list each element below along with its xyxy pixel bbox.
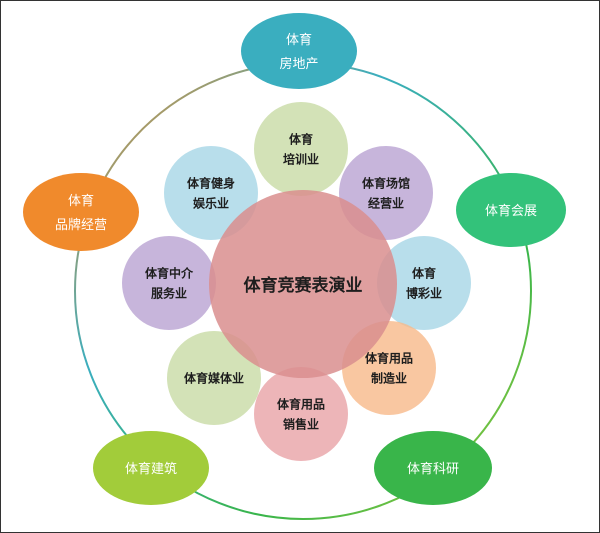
inner-label: 体育 [289,132,313,147]
outer-node: 体育科研 [374,431,492,505]
inner-label: 销售业 [283,417,319,432]
inner-label: 娱乐业 [193,196,229,211]
inner-label: 制造业 [371,371,407,386]
inner-label: 经营业 [368,196,404,211]
outer-shape [241,13,357,89]
inner-label: 体育用品 [365,351,413,366]
outer-label: 体育 [286,32,312,48]
center-label: 体育竞赛表演业 [244,275,363,296]
outer-shape [374,431,492,505]
inner-label: 服务业 [151,286,187,301]
outer-shape [456,173,566,247]
inner-label: 体育场馆 [362,176,410,191]
outer-shape [23,173,139,251]
inner-label: 体育用品 [277,397,325,412]
inner-shape [254,367,348,461]
outer-node: 体育会展 [456,173,566,247]
outer-label: 体育 [68,193,94,209]
outer-label: 体育科研 [407,461,459,477]
center-node: 体育竞赛表演业 [209,190,397,378]
inner-label: 体育 [412,266,436,281]
inner-label: 体育健身 [187,176,235,191]
inner-node: 体育媒体业 [167,331,261,425]
inner-label: 博彩业 [406,286,442,301]
outer-node: 体育建筑 [93,431,209,505]
outer-shape [93,431,209,505]
inner-label: 体育中介 [145,266,194,281]
inner-shape [377,236,471,330]
inner-shape [254,102,348,196]
outer-label: 品牌经营 [55,217,107,233]
inner-label: 培训业 [283,152,319,167]
inner-shape [122,236,216,330]
inner-shape [167,331,261,425]
inner-label: 体育媒体业 [184,371,244,386]
outer-label: 体育会展 [485,203,537,219]
center-circle [209,190,397,378]
inner-node-layer: 体育培训业体育场馆经营业体育博彩业体育用品制造业体育用品销售业体育媒体业体育中介… [122,102,471,461]
outer-label: 房地产 [279,56,318,72]
inner-shape [164,146,258,240]
outer-label: 体育建筑 [125,461,177,477]
